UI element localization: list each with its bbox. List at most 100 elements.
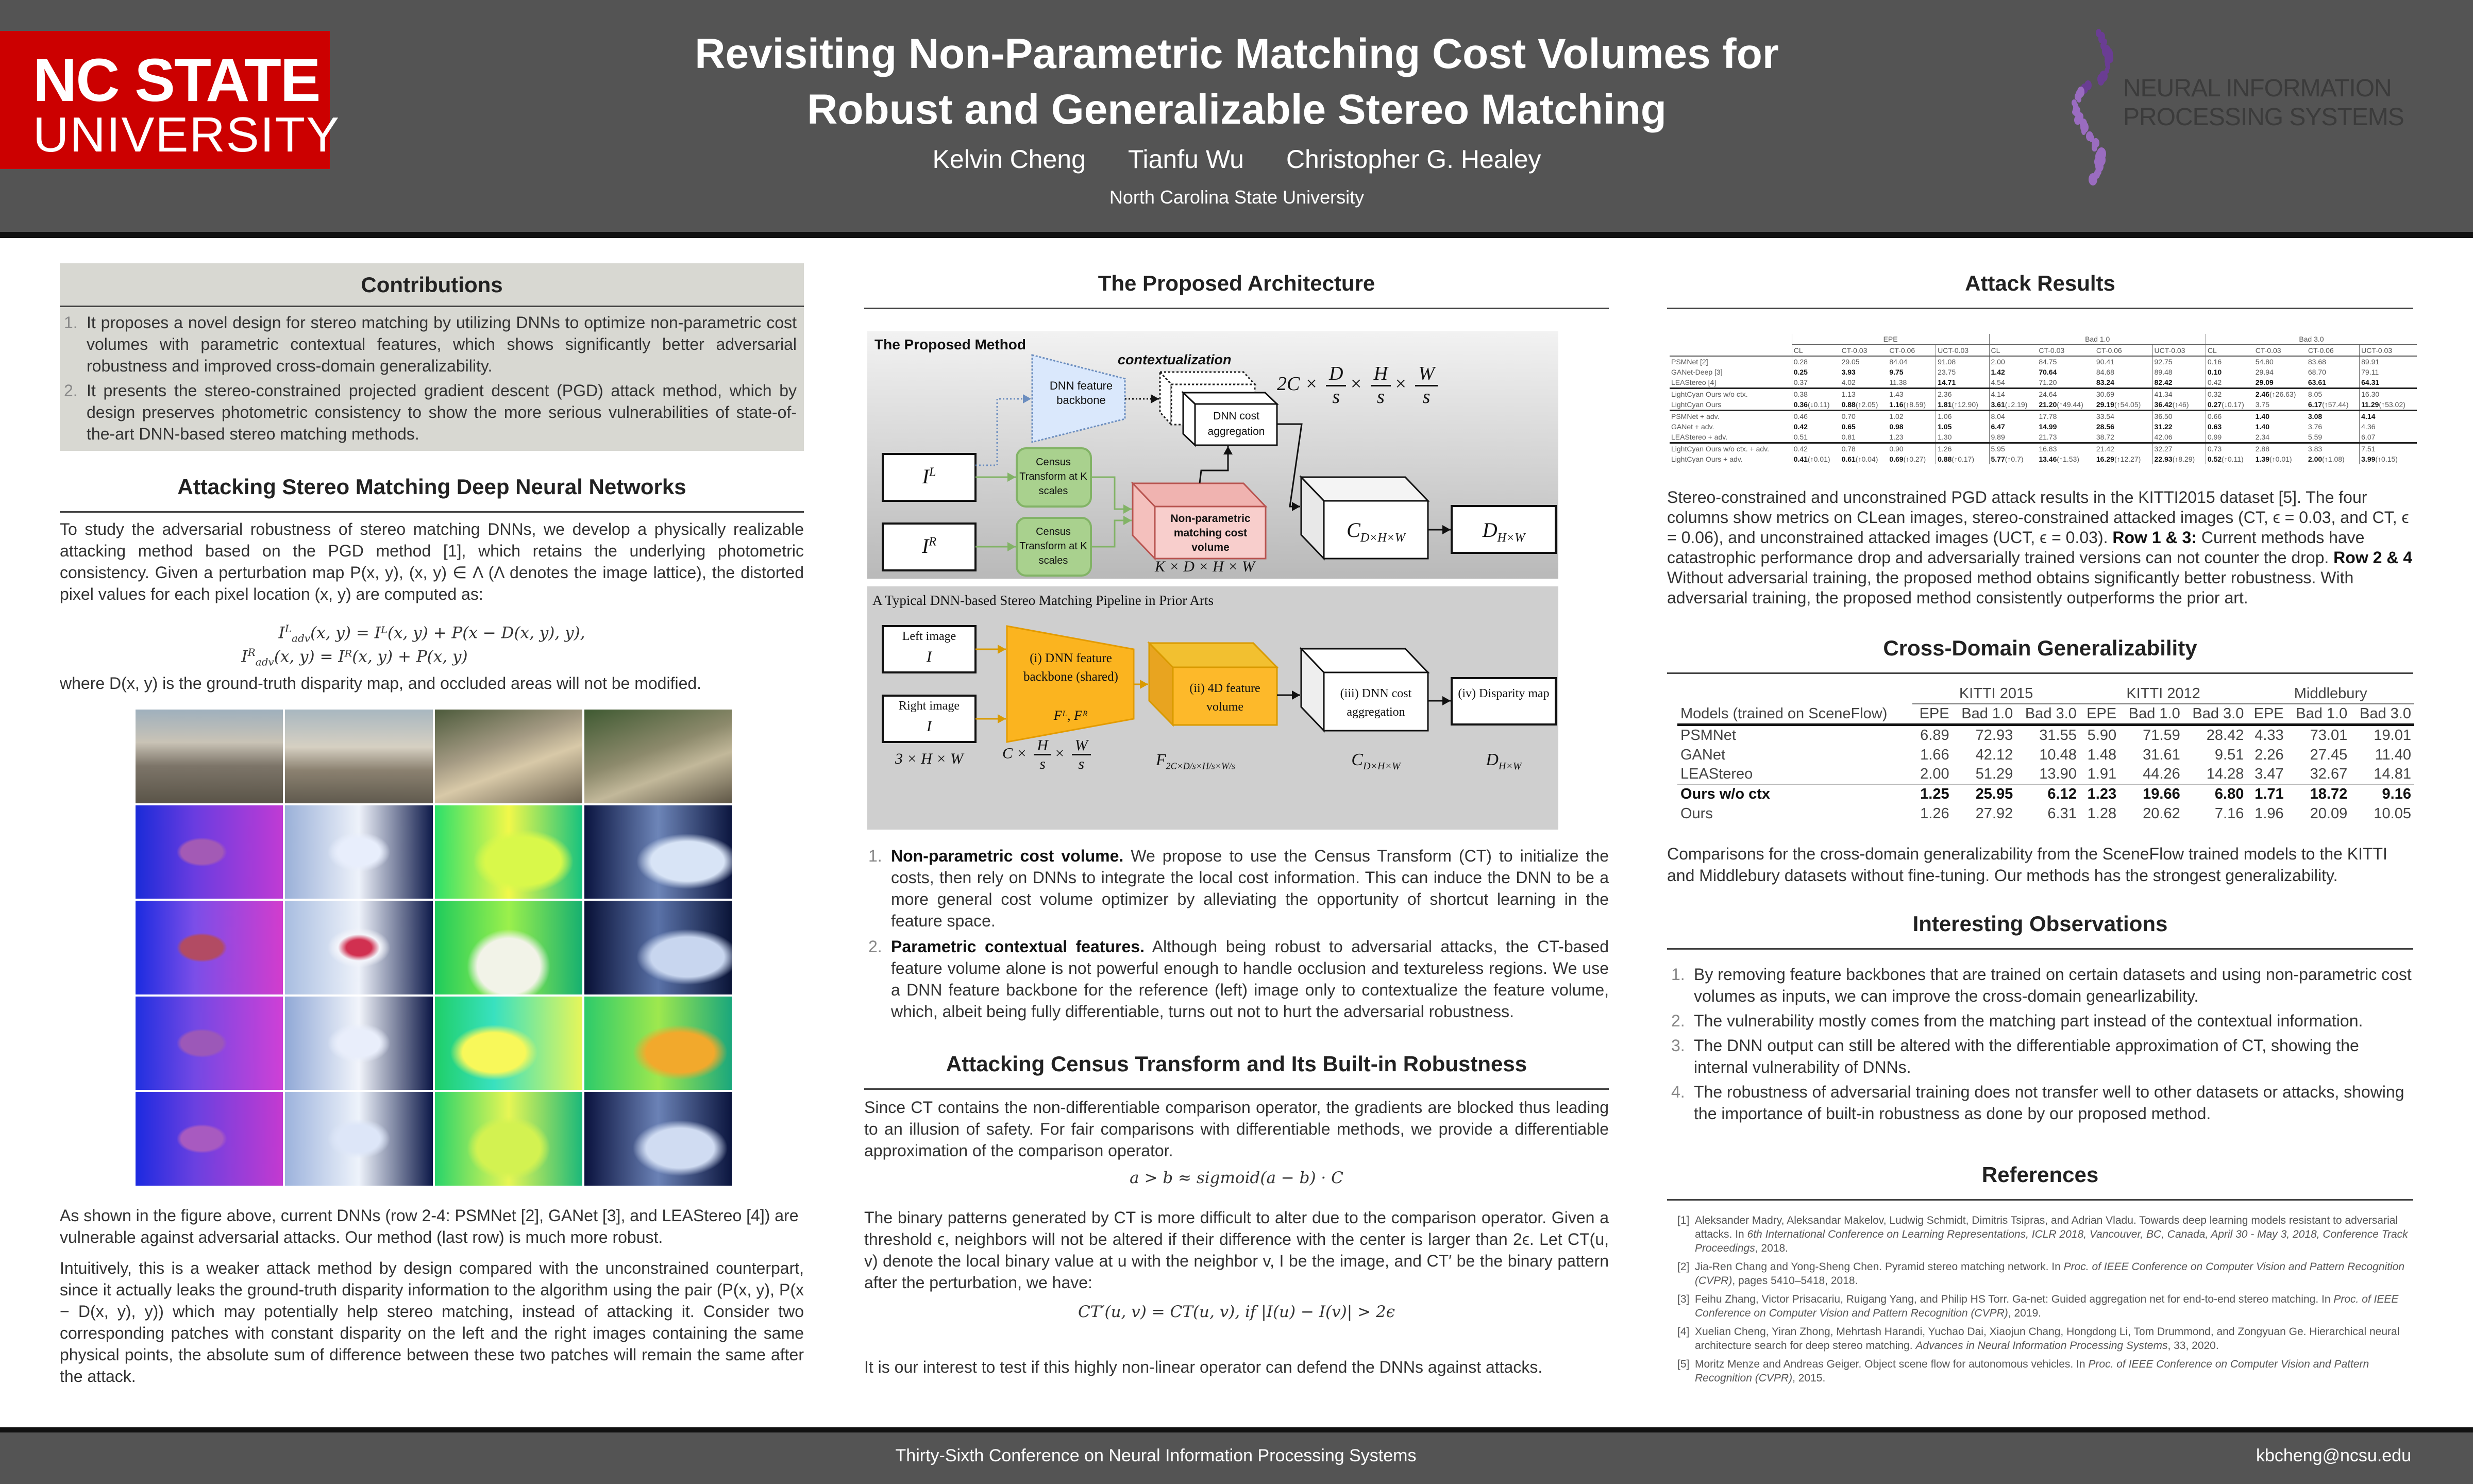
cell-value: 41.34	[2155, 390, 2173, 398]
table-row: LEAStereo [4]0.374.0211.3814.714.5471.20…	[1670, 377, 2417, 389]
table-header-cell: Bad 1.0	[2119, 704, 2183, 725]
cell-value: 2.34	[2256, 433, 2269, 441]
result-image	[584, 997, 732, 1090]
table-group-header-cell: KITTI 2015	[1912, 684, 2080, 704]
table-cell: 0.41(↑0.01)	[1792, 454, 1840, 464]
cost-volume-c: CD×H×W	[1324, 518, 1428, 545]
list-item: 1.Non-parametric cost volume. We propose…	[864, 845, 1609, 932]
result-image	[584, 805, 732, 899]
denominator: s	[1377, 386, 1385, 408]
table-cell: 0.28	[1792, 356, 1840, 367]
list-item: 2.The vulnerability mostly comes from th…	[1667, 1010, 2413, 1032]
table-cell: 1.71	[2247, 784, 2286, 804]
table-cell: 0.69(↑0.27)	[1888, 454, 1936, 464]
math-base: D	[1486, 750, 1499, 769]
row-label: PSMNet	[1677, 725, 1912, 746]
cell-value: 63.61	[2308, 378, 2326, 386]
cell-value: 36.50	[2155, 412, 2173, 420]
table-cell: 21.20(↑49.44)	[2037, 399, 2095, 411]
cell-value: 9.75	[1889, 368, 1903, 376]
result-image	[136, 1092, 283, 1186]
cell-value: 1.30	[1938, 433, 1952, 441]
cell-value: 0.61	[1842, 455, 1856, 463]
author: Tianfu Wu	[1128, 145, 1244, 174]
cell-value: 0.52	[2208, 455, 2222, 463]
census-paragraph-3: It is our interest to test if this highl…	[864, 1356, 1609, 1378]
left-image-input: IL	[883, 464, 975, 488]
cell-value: 2.00	[1991, 358, 2005, 366]
table-header-cell: CL	[1792, 345, 1840, 356]
cell-value: 1.23	[1889, 433, 1903, 441]
dnn-backbone-label: (i) DNN feature backbone (shared)	[1012, 649, 1130, 686]
cell-value: 7.51	[2361, 445, 2375, 453]
list-item: 1.It proposes a novel design for stereo …	[60, 312, 797, 377]
result-image	[584, 1092, 732, 1186]
table-cell: 4.14	[2360, 411, 2417, 422]
table-cell: 29.94	[2254, 367, 2307, 377]
cell-value: 92.75	[2155, 358, 2173, 366]
sigmoid-approximation-equation: a > b ≈ sigmoid(a − b) · C	[864, 1168, 1609, 1188]
cell-value: 29.09	[2256, 378, 2274, 386]
table-cell: 83.24	[2095, 377, 2152, 389]
table-row: LEAStereo + adv.0.510.811.231.309.8921.7…	[1670, 432, 2417, 443]
logo-dot	[2089, 173, 2097, 185]
proposed-method-diagram: The Proposed Method DNN feature backbone…	[867, 331, 1558, 579]
table-cell: 11.38	[1888, 377, 1936, 389]
census-transform-left: Census Transform at K scales	[1017, 455, 1090, 498]
table-cell: 0.42	[2206, 377, 2253, 389]
cell-value: 29.19	[2096, 400, 2114, 409]
cell-value: 84.68	[2096, 368, 2114, 376]
numerator: W	[1072, 737, 1091, 755]
cell-delta: (↑26.63)	[2269, 390, 2296, 398]
formula-prefix: C ×	[1002, 745, 1027, 762]
fraction: Hs	[1034, 737, 1051, 772]
reference-number: [5]	[1677, 1357, 1689, 1371]
table-cell: 3.93	[1840, 367, 1888, 377]
table-cell: 0.51	[1792, 432, 1840, 443]
row-label: PSMNet + adv.	[1670, 411, 1792, 422]
table-group-header-cell: Middlebury	[2247, 684, 2414, 704]
arrow	[1428, 696, 1451, 705]
contact-email[interactable]: kbcheng@ncsu.edu	[2256, 1446, 2411, 1466]
feature-dims-formula: 2C × Ds× Hs× Ws	[1277, 363, 1441, 408]
cell-value: 14.99	[2039, 423, 2057, 431]
cell-value: 4.14	[1991, 390, 2005, 398]
math-sub: D×H×W	[1360, 531, 1405, 545]
table-cell: 18.72	[2287, 784, 2351, 804]
table-cell: 0.61(↑0.04)	[1840, 454, 1888, 464]
cell-value: 0.69	[1889, 455, 1903, 463]
cell-value: 0.10	[2208, 368, 2222, 376]
cell-value: 2.88	[2256, 445, 2269, 453]
cell-value: 1.06	[1938, 412, 1952, 420]
cost-aggregation-label: (iii) DNN cost aggregation	[1325, 684, 1427, 721]
table-cell: 91.08	[1936, 356, 1989, 367]
numerator: W	[1415, 363, 1438, 386]
result-image	[136, 805, 283, 899]
table-cell: 1.30	[1936, 432, 1989, 443]
caption-segment: Row 2 & 4	[2333, 548, 2412, 567]
table-row: PSMNet6.8972.9331.555.9071.5928.424.3373…	[1677, 725, 2414, 746]
author: Christopher G. Healey	[1286, 145, 1541, 174]
table-cell: 0.46	[1792, 411, 1840, 422]
table-cell: 2.00	[1989, 356, 2037, 367]
table-cell: 0.90	[1888, 443, 1936, 454]
contributions-box: Contributions 1.It proposes a novel desi…	[60, 263, 804, 451]
table-cell: 72.93	[1953, 725, 2016, 746]
disparity-map-label: (iv) Disparity map	[1453, 684, 1555, 703]
reference-authors-title: Feihu Zhang, Victor Prisacariu, Ruigang …	[1695, 1293, 2333, 1305]
result-image	[285, 710, 432, 803]
fraction: Ws	[1415, 363, 1438, 408]
cell-value: 11.38	[1889, 378, 1907, 386]
table-cell: 29.09	[2254, 377, 2307, 389]
table-row: GANet + adv.0.420.650.981.056.4714.9928.…	[1670, 421, 2417, 432]
cell-value: 2.46	[2256, 390, 2269, 398]
table-cell: 25.95	[1953, 784, 2016, 804]
table-cell: 36.42(↑46)	[2152, 399, 2206, 411]
caption-segment: Without adversarial training, the propos…	[1667, 568, 2353, 607]
table-cell: 1.42	[1989, 367, 2037, 377]
attack-result-image-grid	[136, 710, 732, 1186]
table-row: Ours1.2627.926.311.2820.627.161.9620.091…	[1677, 804, 2414, 823]
table-cell: 1.06	[1936, 411, 1989, 422]
table-cell: 7.51	[2360, 443, 2417, 454]
table-cell: 1.05	[1936, 421, 1989, 432]
